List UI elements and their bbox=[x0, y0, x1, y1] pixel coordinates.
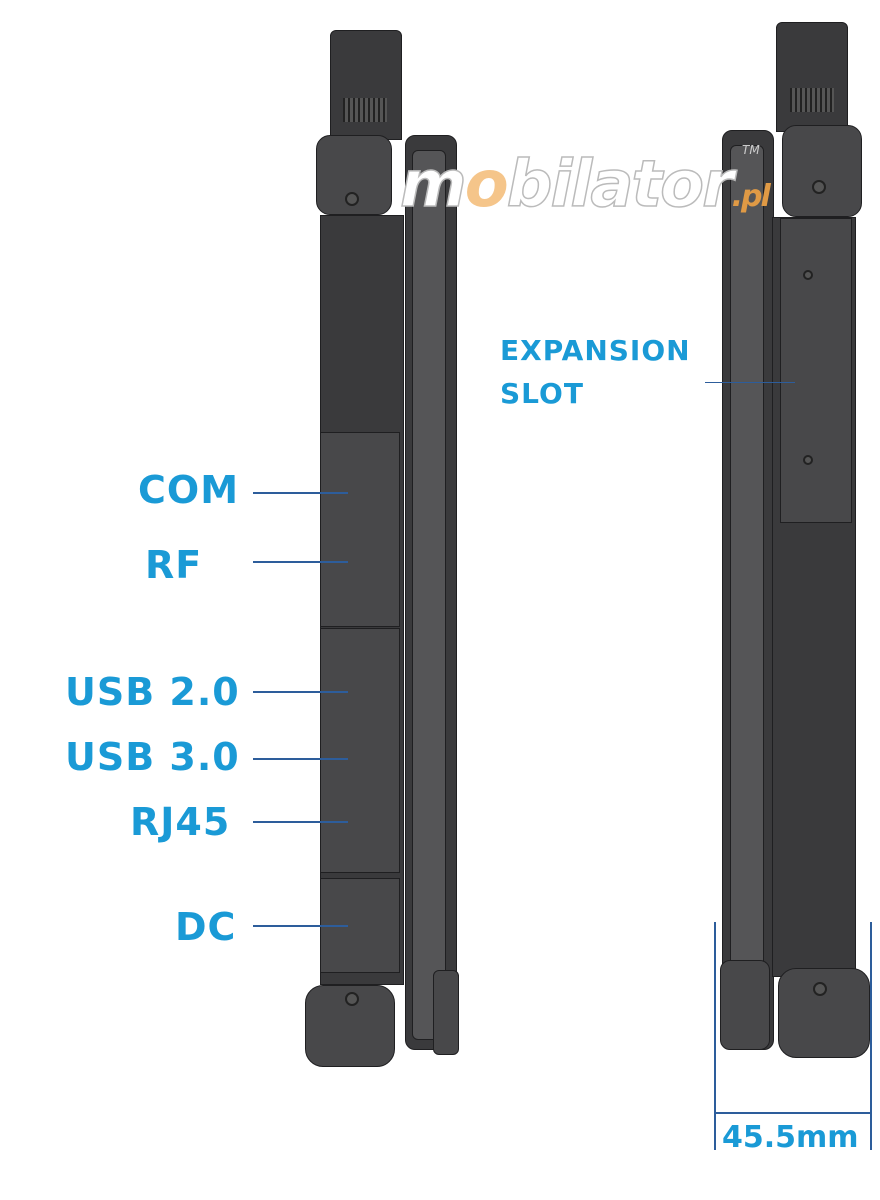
label-usb-3: USB 3.0 bbox=[65, 735, 240, 779]
screw-icon bbox=[803, 455, 813, 465]
leader-line-usb-3 bbox=[253, 758, 348, 760]
label-expansion: EXPANSION bbox=[500, 334, 691, 367]
lid-inner-edge bbox=[412, 150, 446, 1040]
screw-icon bbox=[812, 180, 826, 194]
brand-watermark-logo: mobilator.pl bbox=[399, 147, 771, 223]
leader-line-com bbox=[253, 492, 348, 494]
bottom-hinge bbox=[778, 968, 870, 1058]
trademark-mark: TM bbox=[742, 143, 760, 157]
leader-line-dc bbox=[253, 925, 348, 927]
leader-line-expansion bbox=[705, 382, 795, 383]
leader-line-usb-2 bbox=[253, 691, 348, 693]
label-dc: DC bbox=[175, 905, 237, 949]
top-hinge bbox=[782, 125, 862, 217]
screw-icon bbox=[803, 270, 813, 280]
top-handle bbox=[776, 22, 848, 132]
lid-hinge-cap bbox=[433, 970, 459, 1055]
port-cover-usb-rj45 bbox=[320, 628, 400, 873]
screw-icon bbox=[345, 992, 359, 1006]
thickness-dimension: 45.5mm bbox=[722, 1120, 859, 1155]
label-slot: SLOT bbox=[500, 377, 584, 410]
top-handle bbox=[330, 30, 402, 140]
label-rf: RF bbox=[145, 543, 203, 587]
dimension-line-left bbox=[714, 922, 716, 1150]
leader-line-rj45 bbox=[253, 821, 348, 823]
speaker-grille bbox=[790, 88, 834, 112]
screw-icon bbox=[813, 982, 827, 996]
speaker-grille bbox=[343, 98, 387, 122]
dimension-line-horizontal bbox=[714, 1112, 872, 1114]
label-rj45: RJ45 bbox=[130, 800, 231, 844]
label-usb-2: USB 2.0 bbox=[65, 670, 240, 714]
dimension-line-right bbox=[870, 922, 872, 1150]
screw-icon bbox=[345, 192, 359, 206]
lid-hinge-cap bbox=[720, 960, 770, 1050]
lid-inner-edge bbox=[730, 145, 764, 1035]
expansion-slot-cover[interactable] bbox=[780, 218, 852, 523]
leader-line-rf bbox=[253, 561, 348, 563]
label-com: COM bbox=[138, 468, 240, 512]
port-cover-com-rf bbox=[320, 432, 400, 627]
